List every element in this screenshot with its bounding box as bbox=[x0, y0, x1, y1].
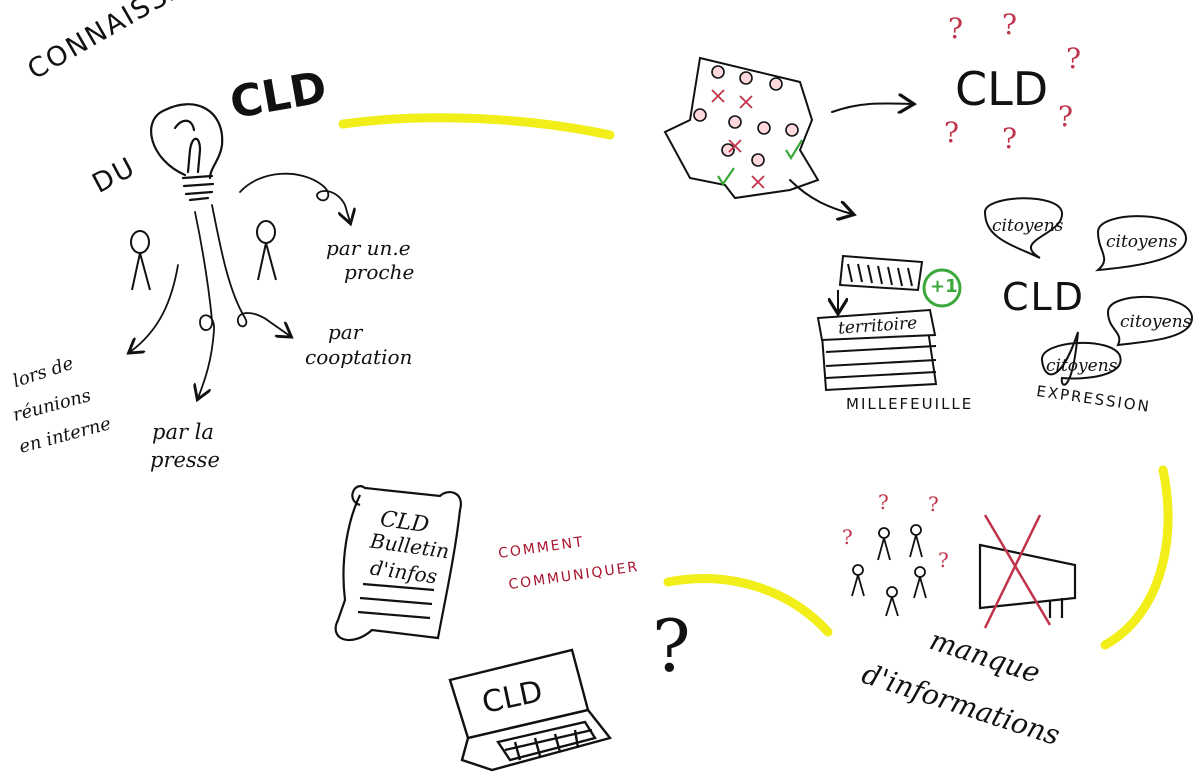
question-mark-icon: ? bbox=[944, 116, 960, 149]
megaphone-icon bbox=[978, 543, 1077, 618]
bubble-citoyens-2: citoyens bbox=[1106, 232, 1178, 252]
plus-one-label: +1 bbox=[930, 276, 958, 297]
channel-cooptation-line1: par bbox=[328, 320, 363, 344]
yellow-connector-lines bbox=[338, 113, 1173, 650]
channel-cooptation-line2: cooptation bbox=[305, 345, 413, 369]
question-mark-icon: ? bbox=[948, 12, 964, 45]
channel-proche-line2: proche bbox=[344, 260, 415, 284]
channel-presse-line1: par la bbox=[152, 420, 214, 444]
map-arrows bbox=[789, 103, 912, 214]
channel-presse-line2: presse bbox=[150, 448, 220, 472]
lightbulb-icon bbox=[150, 103, 224, 202]
person-icon bbox=[851, 524, 927, 617]
plus-one-badge bbox=[922, 268, 962, 308]
bubble-citoyens-3: citoyens bbox=[1120, 312, 1192, 332]
question-mark-icon: ? bbox=[1002, 122, 1018, 155]
question-mark-icon: ? bbox=[1066, 42, 1082, 75]
map-icon bbox=[663, 56, 820, 200]
channel-proche-line1: par un.e bbox=[326, 236, 411, 260]
question-mark-icon: ? bbox=[1002, 8, 1018, 41]
speech-bubble-icon bbox=[983, 197, 1193, 386]
person-icon bbox=[130, 220, 277, 291]
question-mark-icon: ? bbox=[1058, 100, 1074, 133]
bubble-citoyens-1: citoyens bbox=[992, 216, 1064, 236]
question-mark-icon: ? bbox=[938, 548, 949, 572]
question-mark-icon: ? bbox=[842, 525, 853, 549]
question-mark-icon: ? bbox=[878, 490, 889, 514]
expression-cld: CLD bbox=[1002, 275, 1085, 319]
layered-cake-icon bbox=[816, 254, 938, 392]
question-mark-icon: ? bbox=[652, 604, 691, 688]
bubble-citoyens-4: citoyens bbox=[1046, 356, 1118, 376]
laptop-icon bbox=[448, 648, 613, 772]
top-cld: CLD bbox=[955, 62, 1049, 116]
cross-out-mark bbox=[983, 514, 1052, 629]
millefeuille-caption: MILLEFEUILLE bbox=[846, 395, 974, 413]
knowledge-arrows bbox=[130, 172, 350, 398]
scroll-icon bbox=[334, 485, 462, 641]
question-mark-icon: ? bbox=[928, 492, 939, 516]
